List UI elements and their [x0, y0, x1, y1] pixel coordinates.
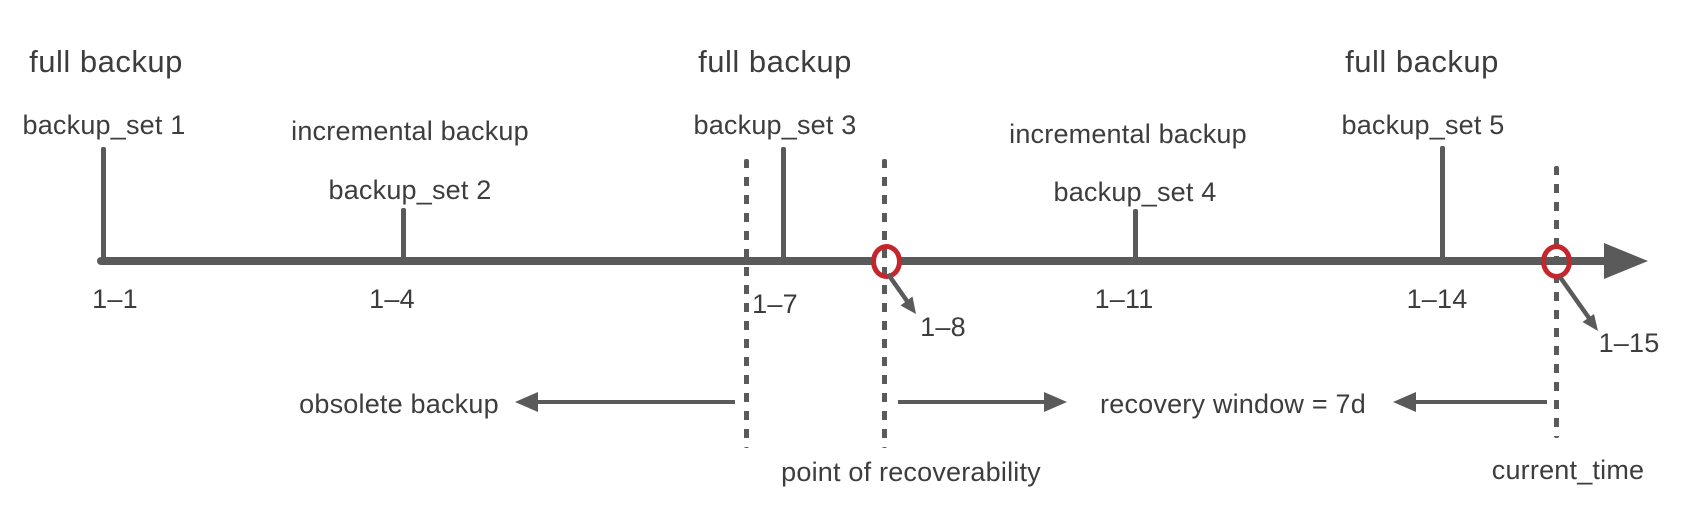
full-backup-title-1: full backup	[29, 44, 183, 79]
backup-set-4-tick	[1133, 209, 1138, 260]
incremental-backup-label-2: incremental backup	[1009, 119, 1247, 149]
date-label-set-3: 1–7	[752, 289, 798, 319]
recovery-window-arrow-left-line	[1414, 400, 1547, 404]
recovery-window-arrowhead-left-icon	[1393, 392, 1416, 412]
recovery-point-arrow-icon	[886, 272, 916, 314]
recovery-point-dashed-line	[882, 159, 887, 448]
timeline-axis	[97, 257, 1613, 265]
obsolete-boundary-dashed-line	[744, 159, 749, 448]
obsolete-backup-label: obsolete backup	[299, 389, 499, 419]
backup-set-2-tick	[401, 208, 406, 260]
recovery-point-marker	[871, 244, 902, 279]
date-label-set-1: 1–1	[92, 284, 138, 314]
backup-set-1-label: backup_set 1	[22, 110, 186, 140]
backup-set-4-label: backup_set 4	[1053, 177, 1217, 207]
point-of-recoverability-label: point of recoverability	[781, 457, 1041, 487]
backup-set-2-label: backup_set 2	[328, 175, 492, 205]
current-time-label: current_time	[1491, 455, 1645, 485]
current-time-marker	[1541, 244, 1572, 279]
recovery-window-arrow-right-line	[898, 400, 1045, 404]
date-label-set-2: 1–4	[369, 284, 415, 314]
backup-set-3-tick	[781, 147, 786, 259]
full-backup-title-3: full backup	[1345, 44, 1499, 79]
incremental-backup-label-1: incremental backup	[291, 116, 529, 146]
obsolete-backup-arrow-line	[536, 400, 735, 404]
recovery-window-arrowhead-right-icon	[1044, 392, 1067, 412]
current-time-dashed-line	[1554, 166, 1559, 438]
date-label-set-4: 1–11	[1094, 284, 1154, 314]
backup-set-5-tick	[1440, 146, 1445, 259]
timeline-arrowhead-icon	[1604, 243, 1648, 279]
backup-set-3-label: backup_set 3	[693, 110, 857, 140]
obsolete-backup-arrowhead-icon	[515, 392, 538, 412]
recovery-window-label: recovery window = 7d	[1100, 389, 1366, 419]
current-time-arrow-icon	[1558, 275, 1598, 331]
current-time-date-label: 1–15	[1598, 328, 1660, 358]
backup-set-5-label: backup_set 5	[1341, 110, 1505, 140]
backup-set-1-tick	[101, 147, 106, 259]
full-backup-title-2: full backup	[698, 44, 852, 79]
date-label-set-5: 1–14	[1406, 284, 1468, 314]
recovery-point-date-label: 1–8	[920, 312, 966, 342]
